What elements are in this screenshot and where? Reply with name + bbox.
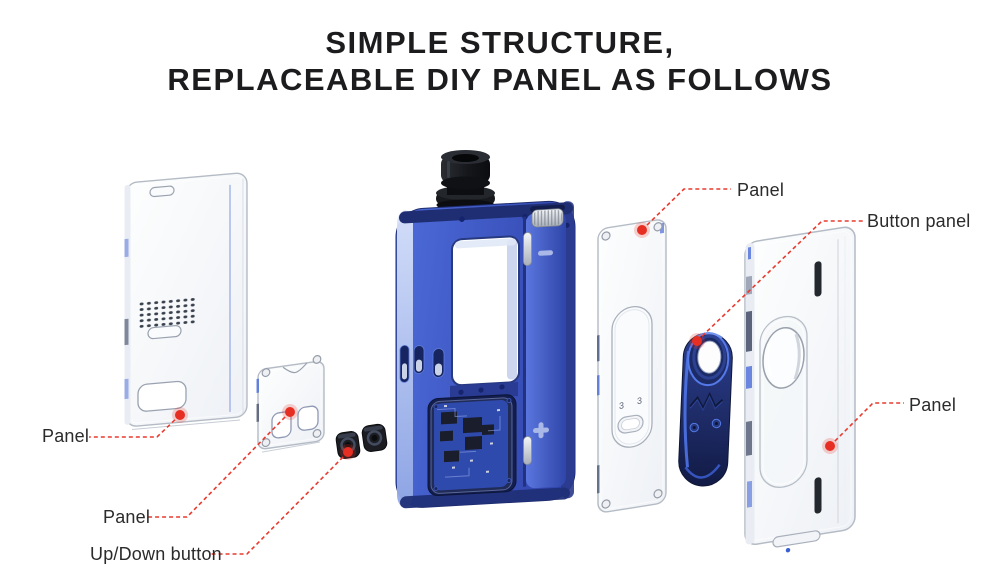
callout-label-right-panel: Panel: [909, 395, 957, 415]
button-cutout: [271, 411, 292, 439]
fire-button-hole-cutout: [762, 326, 805, 389]
callout-dot: [692, 336, 702, 346]
down-button: [335, 431, 361, 459]
inner-small-panel: [256, 355, 325, 453]
callout-dot: [175, 410, 185, 420]
screw-hole-icon: [601, 499, 611, 509]
callout-dots: [172, 222, 838, 460]
magnet-slot-icon: [523, 436, 532, 465]
right-panel: [744, 226, 856, 553]
screw-hole-icon: [601, 231, 611, 241]
callout-dot: [285, 407, 295, 417]
screw-hole-icon: [506, 398, 512, 404]
panel-slot: [814, 261, 822, 297]
mold-mark: 3: [637, 395, 642, 406]
magnet-slot-icon: [523, 232, 532, 266]
screw-hole-icon: [312, 355, 322, 364]
callout-lines: [89, 188, 904, 555]
mold-mark: 3: [619, 400, 624, 411]
chip-icon: [482, 424, 494, 436]
screw-hole-icon: [506, 478, 512, 484]
drip-tip-icon: [436, 150, 495, 211]
front-panel: 3 3: [597, 219, 667, 513]
fire-button-hole: [697, 340, 722, 374]
callout-line-top-panel: [641, 188, 731, 231]
callout-label-back-panel: Panel: [42, 426, 90, 446]
callout-label-small-panel: Panel: [103, 507, 151, 527]
battery-negative-icon: [538, 250, 553, 256]
title-line-1: SIMPLE STRUCTURE,: [325, 25, 675, 60]
chip-icon: [444, 450, 459, 463]
button-panel-piece: [678, 332, 733, 487]
chip-icon: [440, 430, 453, 442]
screw-hole-icon: [261, 368, 271, 378]
front-panel-oval-ridge: [611, 305, 653, 448]
panel-slot: [814, 477, 822, 514]
battery-positive-icon: [538, 422, 544, 439]
screw-hole-icon: [459, 216, 465, 222]
pcb-compartment: [427, 394, 517, 497]
screw-hole-icon: [261, 438, 271, 448]
callout-line-button-panel: [696, 220, 863, 342]
back-panel-top-slot: [149, 185, 175, 198]
callout-line-updown: [211, 451, 349, 555]
pulse-logo-icon: [689, 391, 724, 411]
callout-dot: [343, 447, 353, 457]
screw-hole-icon: [478, 387, 484, 393]
chip-icon: [441, 411, 457, 425]
title-line-2: REPLACEABLE DIY PANEL AS FOLLOWS: [167, 62, 833, 97]
up-button: [361, 423, 388, 452]
battery-tube: [526, 211, 566, 489]
back-panel-mid-slot: [147, 325, 182, 340]
button-cutout: [297, 405, 319, 431]
callout-dot: [637, 225, 647, 235]
device-bottom-facet: [400, 487, 570, 509]
bottom-slot: [772, 530, 821, 548]
chip-icon: [463, 417, 482, 434]
screw-hole-icon: [653, 222, 663, 232]
inner-small-panel-notch: [282, 362, 308, 374]
screw-hole-icon: [653, 489, 663, 499]
screw-hole-icon: [312, 429, 322, 438]
page-title: SIMPLE STRUCTURE, REPLACEABLE DIY PANEL …: [0, 24, 1000, 98]
side-button-slots: [399, 344, 445, 383]
callout-label-top-panel: Panel: [737, 180, 785, 200]
callout-label-button-panel: Button panel: [867, 211, 971, 231]
back-panel-bottom-cutout: [137, 380, 187, 412]
screw-hole-icon: [433, 486, 439, 492]
screw-hole-icon: [433, 404, 439, 410]
screw-hole-icon: [458, 389, 464, 395]
vent-dot-grid-icon: [139, 296, 197, 330]
callout-line-small-panel: [148, 411, 291, 518]
callout-dot: [825, 441, 835, 451]
device-frame: [395, 200, 576, 509]
screw-hole-icon: [499, 384, 505, 390]
back-panel: [124, 172, 248, 430]
device-top-facet: [399, 202, 573, 224]
callout-label-updown: Up/Down button: [90, 544, 222, 564]
callout-line-back-panel: [89, 414, 181, 438]
chip-icon: [465, 436, 482, 451]
